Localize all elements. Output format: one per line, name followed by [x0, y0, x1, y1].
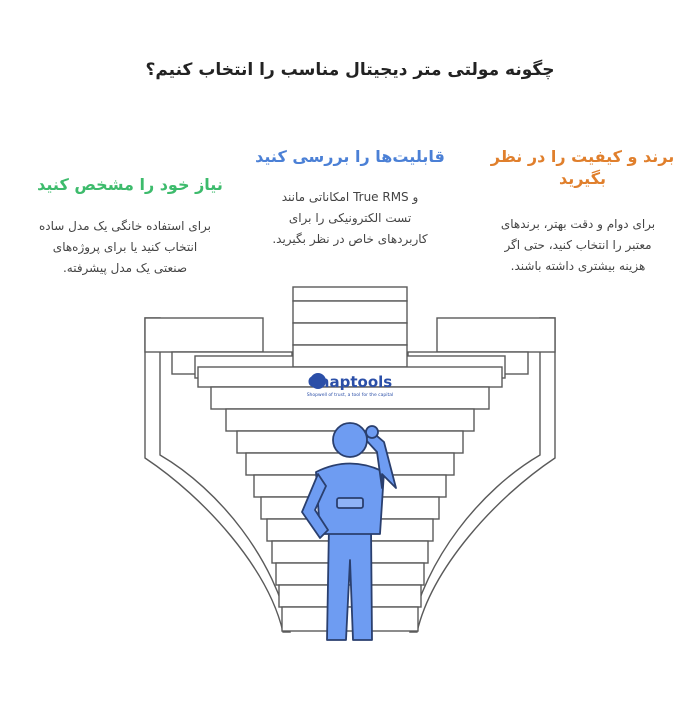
chaptools-logo: Chaptools Shopwell of trust, a tool for … — [307, 373, 394, 398]
text-needs: برای استفاده خانگی یک مدل ساده انتخاب کن… — [15, 216, 235, 279]
heading-brand-quality-line2: بگیرید — [558, 169, 607, 188]
logo-tagline: Shopwell of trust, a tool for the capita… — [307, 392, 394, 398]
text-features-line1: و True RMS امکاناتی مانند — [281, 190, 419, 204]
text-needs-line3: صنعتی یک مدل پیشرفته. — [62, 261, 188, 275]
thinking-person-figure — [301, 422, 397, 641]
left-stair-wall — [144, 317, 291, 633]
text-brand-quality-line1: برای دوام و دقت بهتر، برندهای — [500, 217, 656, 231]
top-step-4 — [292, 344, 408, 368]
page-title: چگونه مولتی متر دیجیتال مناسب را انتخاب … — [145, 60, 555, 80]
logo-name: Chaptools — [308, 373, 392, 391]
top-step-2 — [292, 300, 408, 324]
heading-brand-quality: برند و کیفیت را در نظر بگیرید — [475, 146, 690, 190]
right-stair-wall — [409, 317, 556, 633]
text-needs-line2: انتخاب کنید یا برای پروژه‌های — [52, 240, 198, 254]
text-needs-line1: برای استفاده خانگی یک مدل ساده — [38, 219, 212, 233]
heading-needs: نیاز خود را مشخص کنید — [37, 175, 223, 194]
text-features-line2: تست الکترونیکی را برای — [288, 211, 412, 225]
center-step-11 — [278, 584, 422, 608]
text-features-line3: کاربردهای خاص در نظر بگیرید. — [272, 232, 428, 246]
center-step-12 — [281, 606, 419, 632]
heading-brand-quality-line1: برند و کیفیت را در نظر — [490, 147, 675, 166]
text-brand-quality-line3: هزینه بیشتری داشته باشند. — [510, 259, 646, 273]
top-step-3 — [292, 322, 408, 346]
heading-features: قابلیت‌ها را بررسی کنید — [255, 147, 445, 166]
top-step-1 — [292, 286, 408, 302]
left-step-1 — [144, 317, 264, 353]
text-features: و True RMS امکاناتی مانند تست الکترونیکی… — [245, 187, 455, 250]
text-brand-quality-line2: معتبر را انتخاب کنید، حتی اگر — [504, 238, 652, 252]
right-step-1 — [436, 317, 556, 353]
text-brand-quality: برای دوام و دقت بهتر، برندهای معتبر را ا… — [478, 214, 678, 277]
